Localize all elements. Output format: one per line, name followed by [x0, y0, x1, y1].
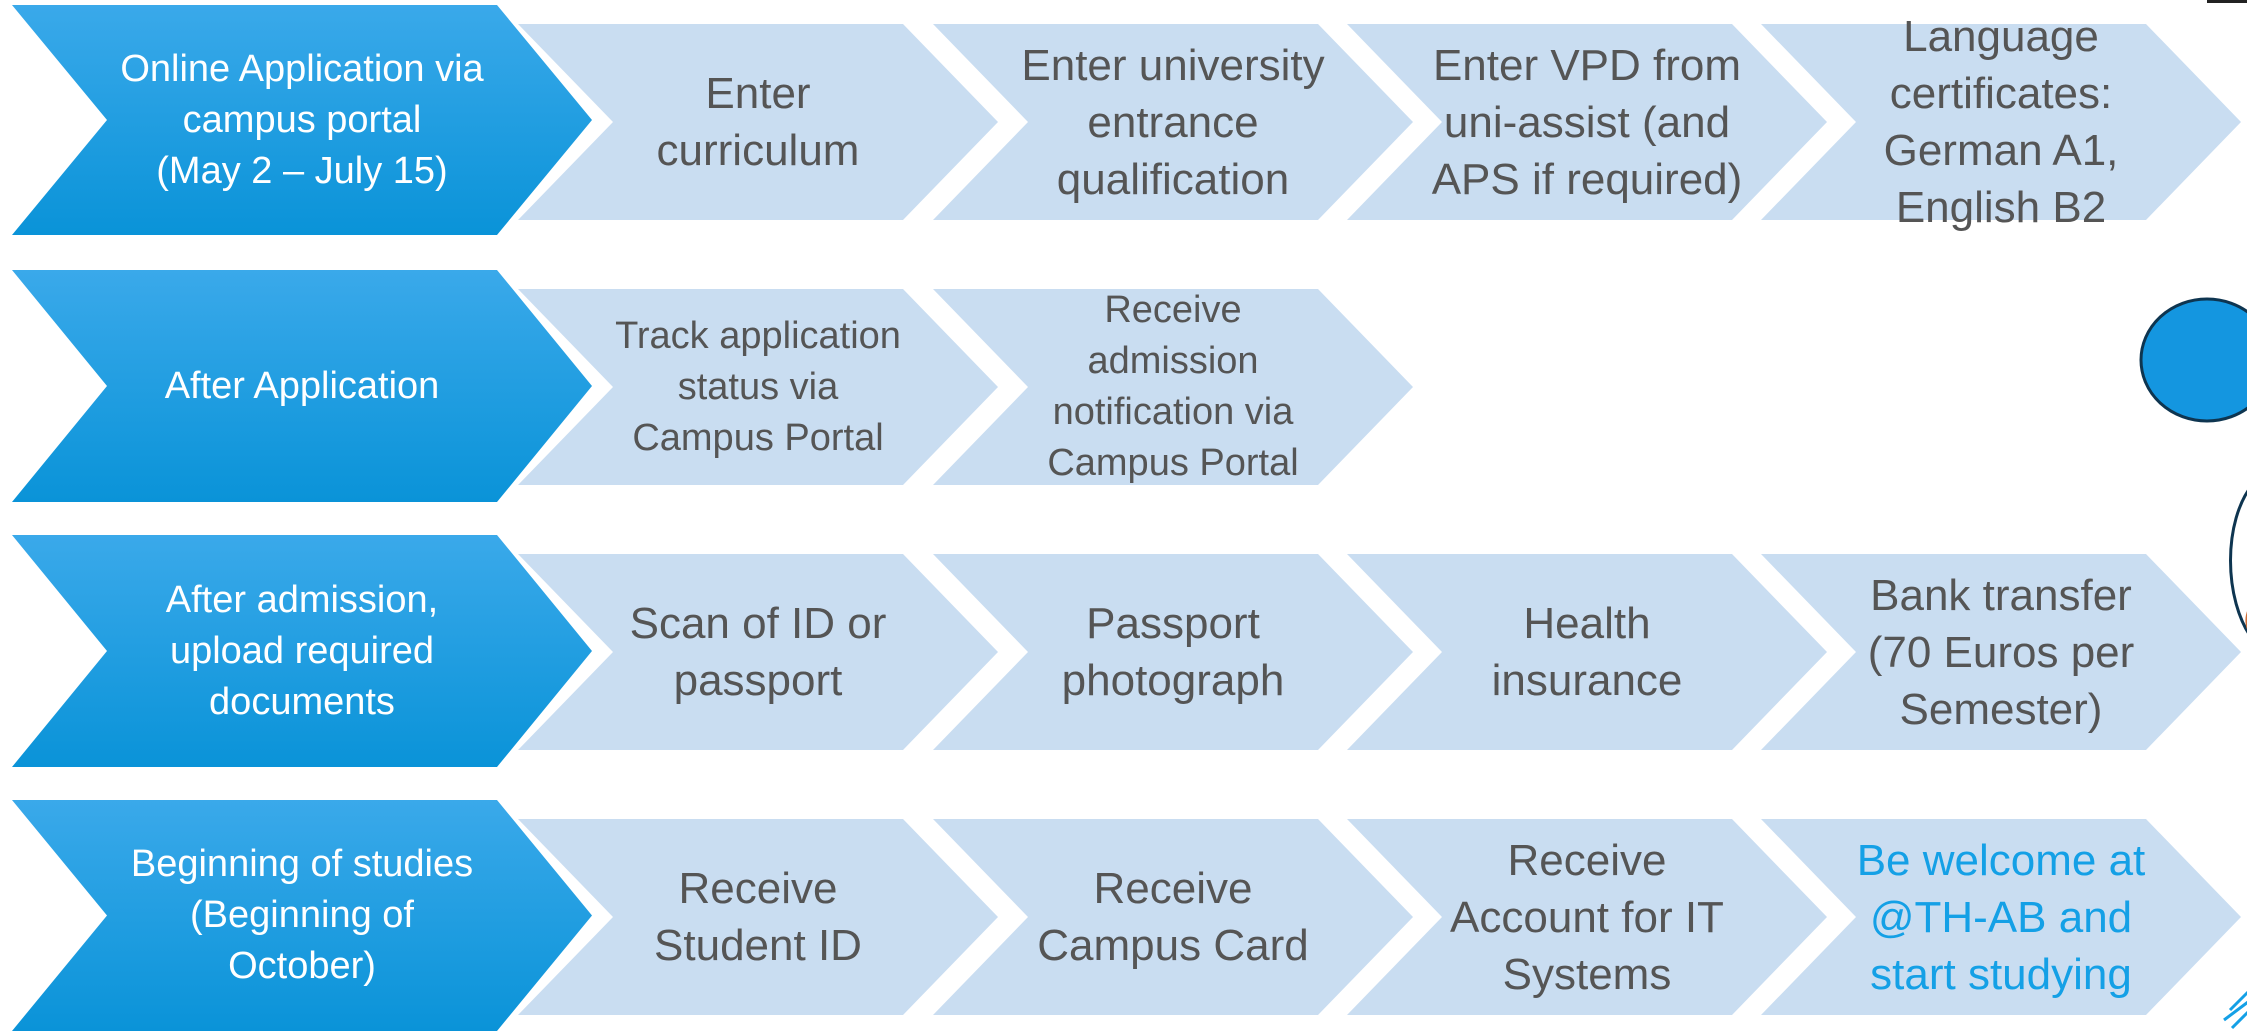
step-chevron: Language certificates: German A1, Englis…	[1761, 12, 2241, 232]
stage-header-label: After Application	[164, 364, 440, 407]
step-label: Receive Campus Card	[1037, 864, 1309, 970]
step-label: Health insurance	[1491, 599, 1683, 705]
chevron-shape	[518, 554, 998, 750]
stage-header-label: Beginning of studies (Beginning of Octob…	[130, 843, 474, 987]
stage-header-label: Online Application via campus portal (Ma…	[120, 47, 484, 192]
step-label: Enter university entrance qualification	[1021, 40, 1325, 204]
step-label: Receive Account for IT Systems	[1450, 835, 1724, 999]
chevron-shape	[1761, 24, 2241, 220]
step-label: Receive Student ID	[654, 864, 862, 970]
step-label: Scan of ID or passport	[629, 599, 887, 705]
chevron-shape	[1761, 554, 2241, 750]
step-label: Receive admission notification via Campu…	[1047, 289, 1299, 484]
chevron-shape	[933, 289, 1413, 485]
chevron-shape	[12, 800, 592, 1031]
step-label: Track application status via Campus Port…	[615, 314, 901, 459]
step-label: Enter curriculum	[656, 69, 860, 175]
chevron-shape	[933, 819, 1413, 1015]
step-chevron: Health insurance	[1347, 554, 1827, 750]
chevron-shape	[1347, 819, 1827, 1015]
step-label: Be welcome at @TH-AB and start studying	[1856, 835, 2146, 999]
chevron-shape	[1347, 554, 1827, 750]
stage-header-chevron: After admission, upload required documen…	[12, 535, 592, 767]
chevron-shape	[12, 5, 592, 235]
chevron-shape	[12, 535, 592, 767]
stage-header-chevron: After Application	[12, 270, 592, 502]
step-label: Language certificates: German A1, Englis…	[1883, 12, 2119, 232]
chevron-shape	[518, 819, 998, 1015]
step-chevron: Bank transfer (70 Euros per Semester)	[1761, 554, 2241, 750]
step-chevron: Be welcome at @TH-AB and start studying	[1761, 819, 2241, 1015]
step-chevron: Receive admission notification via Campu…	[933, 289, 1413, 485]
step-chevron: Receive Student ID	[518, 819, 998, 1015]
chevron-shape	[1347, 24, 1827, 220]
chevron-shape	[1761, 819, 2241, 1015]
step-chevron: Enter VPD from uni-assist (and APS if re…	[1347, 24, 1827, 220]
step-label: Bank transfer (70 Euros per Semester)	[1867, 570, 2135, 734]
step-label: Enter VPD from uni-assist (and APS if re…	[1431, 40, 1743, 204]
chevron-shape	[518, 24, 998, 220]
chevron-shape	[518, 289, 998, 485]
step-chevron: Enter curriculum	[518, 24, 998, 220]
step-chevron: Receive Campus Card	[933, 819, 1413, 1015]
step-chevron: Passport photograph	[933, 554, 1413, 750]
chevron-shape	[12, 270, 592, 502]
sparkle-decoration-icon	[2223, 990, 2247, 1030]
step-chevron: Enter university entrance qualification	[933, 24, 1413, 220]
circle-decoration-icon	[2139, 297, 2247, 423]
step-label: Passport photograph	[1061, 599, 1285, 705]
chevron-shape	[933, 24, 1413, 220]
chevron-shape	[933, 554, 1413, 750]
step-chevron: Track application status via Campus Port…	[518, 289, 998, 485]
stage-header-chevron: Online Application via campus portal (Ma…	[12, 5, 592, 235]
corner-mark-icon	[2207, 0, 2247, 3]
step-chevron: Scan of ID or passport	[518, 554, 998, 750]
step-chevron: Receive Account for IT Systems	[1347, 819, 1827, 1015]
stage-header-chevron: Beginning of studies (Beginning of Octob…	[12, 800, 592, 1031]
stage-header-label: After admission, upload required documen…	[165, 578, 439, 723]
arc-decoration-icon	[2229, 489, 2247, 634]
